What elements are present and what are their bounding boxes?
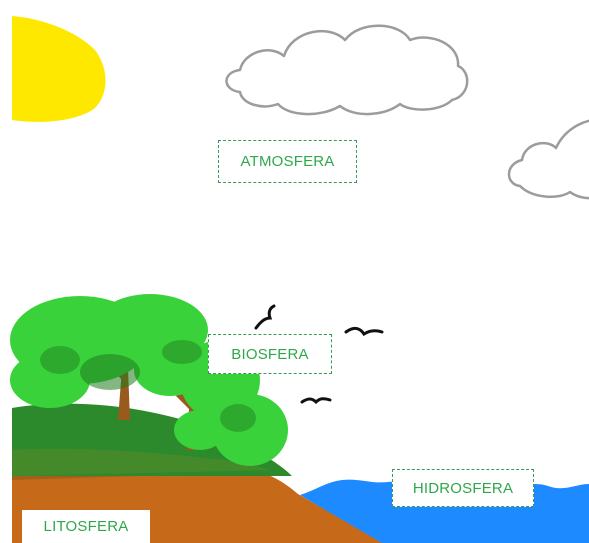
cloud-icon bbox=[509, 120, 589, 198]
bird-icon bbox=[302, 399, 330, 402]
hydrosphere-label: HIDROSFERA bbox=[392, 469, 534, 507]
sun-icon bbox=[12, 16, 106, 122]
cloud-icon bbox=[227, 26, 468, 114]
lithosphere-label: LITOSFERA bbox=[22, 510, 150, 543]
biosphere-label: BIOSFERA bbox=[208, 334, 332, 374]
bird-icon bbox=[256, 306, 274, 328]
bird-icon bbox=[346, 328, 382, 334]
atmosphere-label: ATMOSFERA bbox=[218, 140, 357, 183]
